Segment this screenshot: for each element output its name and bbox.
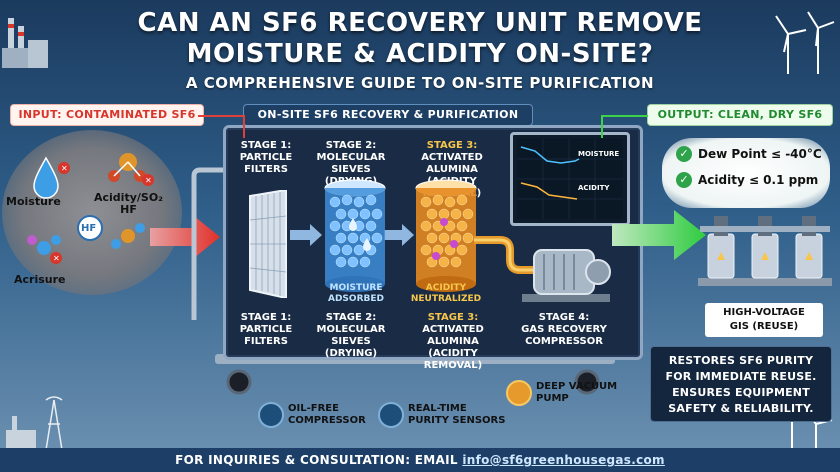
benefit-summary: RESTORES SF6 PURITY FOR IMMEDIATE REUSE.… bbox=[650, 346, 832, 422]
acidity-label: Acidity/SO₂ HF bbox=[94, 192, 163, 216]
stage-4-bottom-label: STAGE 4: GAS RECOVERY COMPRESSOR bbox=[521, 312, 607, 347]
svg-text:✕: ✕ bbox=[53, 254, 60, 263]
stage-1-top-label: STAGE 1: PARTICLE FILTERS bbox=[239, 140, 293, 175]
gis-equipment-icon bbox=[698, 216, 832, 286]
stage-1-bottom-label: STAGE 1: PARTICLE FILTERS bbox=[239, 312, 293, 347]
acidity-check: ✓ Acidity ≤ 0.1 ppm bbox=[676, 172, 818, 188]
compressor-icon bbox=[522, 249, 611, 302]
particle-filter-icon bbox=[249, 190, 287, 298]
input-connector-line bbox=[198, 115, 245, 138]
pump-icon bbox=[506, 380, 532, 406]
moisture-label: Moisture bbox=[6, 195, 61, 208]
svg-text:✕: ✕ bbox=[145, 176, 152, 185]
footer-contact: FOR INQUIRIES & CONSULTATION: EMAIL info… bbox=[0, 448, 840, 472]
svg-text:✕: ✕ bbox=[61, 164, 68, 173]
flow-arrows bbox=[290, 224, 414, 246]
input-label: INPUT: CONTAMINATED SF6 bbox=[10, 104, 204, 126]
monitor-graph-icon bbox=[517, 139, 623, 219]
gas-pipe bbox=[474, 236, 536, 274]
output-label: OUTPUT: CLEAN, DRY SF6 bbox=[647, 104, 833, 126]
contaminated-gas-cloud bbox=[2, 130, 182, 295]
stage-2-bottom-label: STAGE 2: MOLECULAR SIEVES (DRYING) bbox=[316, 312, 386, 359]
moisture-adsorbed-caption: MOISTURE ADSORBED bbox=[328, 283, 384, 304]
footer-email-link[interactable]: info@sf6greenhousegas.com bbox=[462, 453, 665, 467]
check-icon: ✓ bbox=[676, 172, 692, 188]
cart-handle bbox=[191, 167, 224, 320]
acrisure-label: Acrisure bbox=[14, 273, 66, 286]
gis-label: HIGH-VOLTAGE GIS (REUSE) bbox=[705, 303, 823, 337]
acidity-line-1: Acidity/SO₂ bbox=[94, 191, 163, 204]
acidity-text: Acidity ≤ 0.1 ppm bbox=[698, 173, 819, 187]
title-line-2: MOISTURE & ACIDITY ON-SITE? bbox=[186, 39, 654, 69]
monitor-moisture-label: MOISTURE bbox=[578, 150, 620, 158]
page-subtitle: A COMPREHENSIVE GUIDE TO ON-SITE PURIFIC… bbox=[185, 74, 655, 92]
stage-3-bottom-label: STAGE 3: ACTIVATED ALUMINA (ACIDITY REMO… bbox=[422, 312, 484, 371]
input-arrow-icon bbox=[150, 216, 220, 258]
tower-icon bbox=[6, 396, 63, 451]
dew-point-text: Dew Point ≤ -40°C bbox=[698, 147, 822, 161]
output-arrow-icon bbox=[612, 210, 706, 260]
acidity-line-2: HF bbox=[120, 203, 137, 216]
gauge-icon bbox=[378, 402, 404, 428]
footer-text: FOR INQUIRIES & CONSULTATION: EMAIL bbox=[175, 453, 463, 467]
activated-alumina-cylinder bbox=[415, 179, 477, 292]
check-icon: ✓ bbox=[676, 146, 692, 162]
page-title: CAN AN SF6 RECOVERY UNIT REMOVE MOISTURE… bbox=[0, 8, 840, 70]
molecular-sieve-cylinder bbox=[324, 179, 386, 292]
drop-icon bbox=[258, 402, 284, 428]
wind-turbine-icon bbox=[775, 11, 835, 74]
contaminant-molecules-icon: ✕ ✕ ✕ bbox=[27, 153, 154, 264]
factory-icon bbox=[2, 18, 48, 68]
title-line-1: CAN AN SF6 RECOVERY UNIT REMOVE bbox=[137, 8, 703, 38]
unit-label: ON-SITE SF6 RECOVERY & PURIFICATION UNIT bbox=[243, 104, 533, 141]
monitor-acidity-label: ACIDITY bbox=[578, 184, 610, 192]
dew-point-check: ✓ Dew Point ≤ -40°C bbox=[676, 146, 822, 162]
output-connector-line bbox=[601, 115, 648, 138]
purity-monitor bbox=[510, 132, 630, 226]
acidity-neutralized-caption: ACIDITY NEUTRALIZED bbox=[410, 283, 482, 304]
hf-bubble-label: HF bbox=[81, 223, 97, 234]
